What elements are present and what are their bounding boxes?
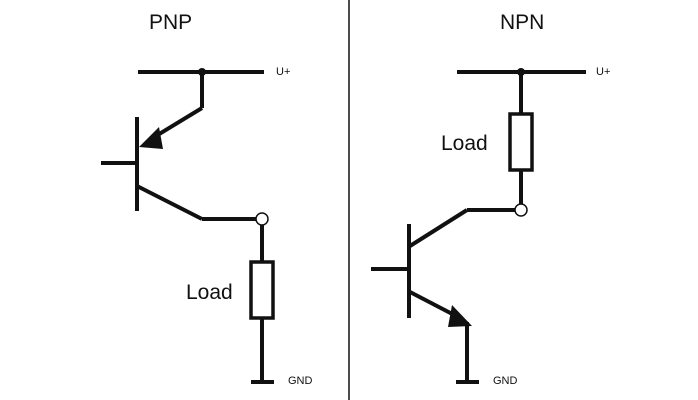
npn-load-label: Load bbox=[441, 132, 488, 155]
npn-load-resistor bbox=[508, 112, 534, 172]
npn-ground-label: GND bbox=[493, 375, 518, 387]
pnp-load-resistor bbox=[249, 260, 275, 320]
npn-collector-wire bbox=[408, 208, 469, 248]
pnp-circuit bbox=[101, 70, 275, 384]
pnp-junction-dot bbox=[198, 68, 206, 76]
pnp-ground-label: GND bbox=[288, 375, 313, 387]
npn-title: NPN bbox=[500, 11, 545, 34]
pnp-collector-wire bbox=[136, 184, 203, 221]
pnp-title: PNP bbox=[149, 11, 193, 34]
npn-output-terminal bbox=[514, 203, 528, 217]
pnp-emitter-arrow bbox=[139, 127, 163, 149]
pnp-output-terminal bbox=[255, 212, 269, 226]
npn-circuit bbox=[371, 70, 586, 384]
npn-emitter-arrow bbox=[448, 305, 472, 327]
npn-junction-dot bbox=[517, 68, 525, 76]
npn-supply-label: U+ bbox=[596, 66, 611, 78]
pnp-load-label: Load bbox=[186, 281, 233, 304]
pnp-supply-label: U+ bbox=[276, 66, 291, 78]
